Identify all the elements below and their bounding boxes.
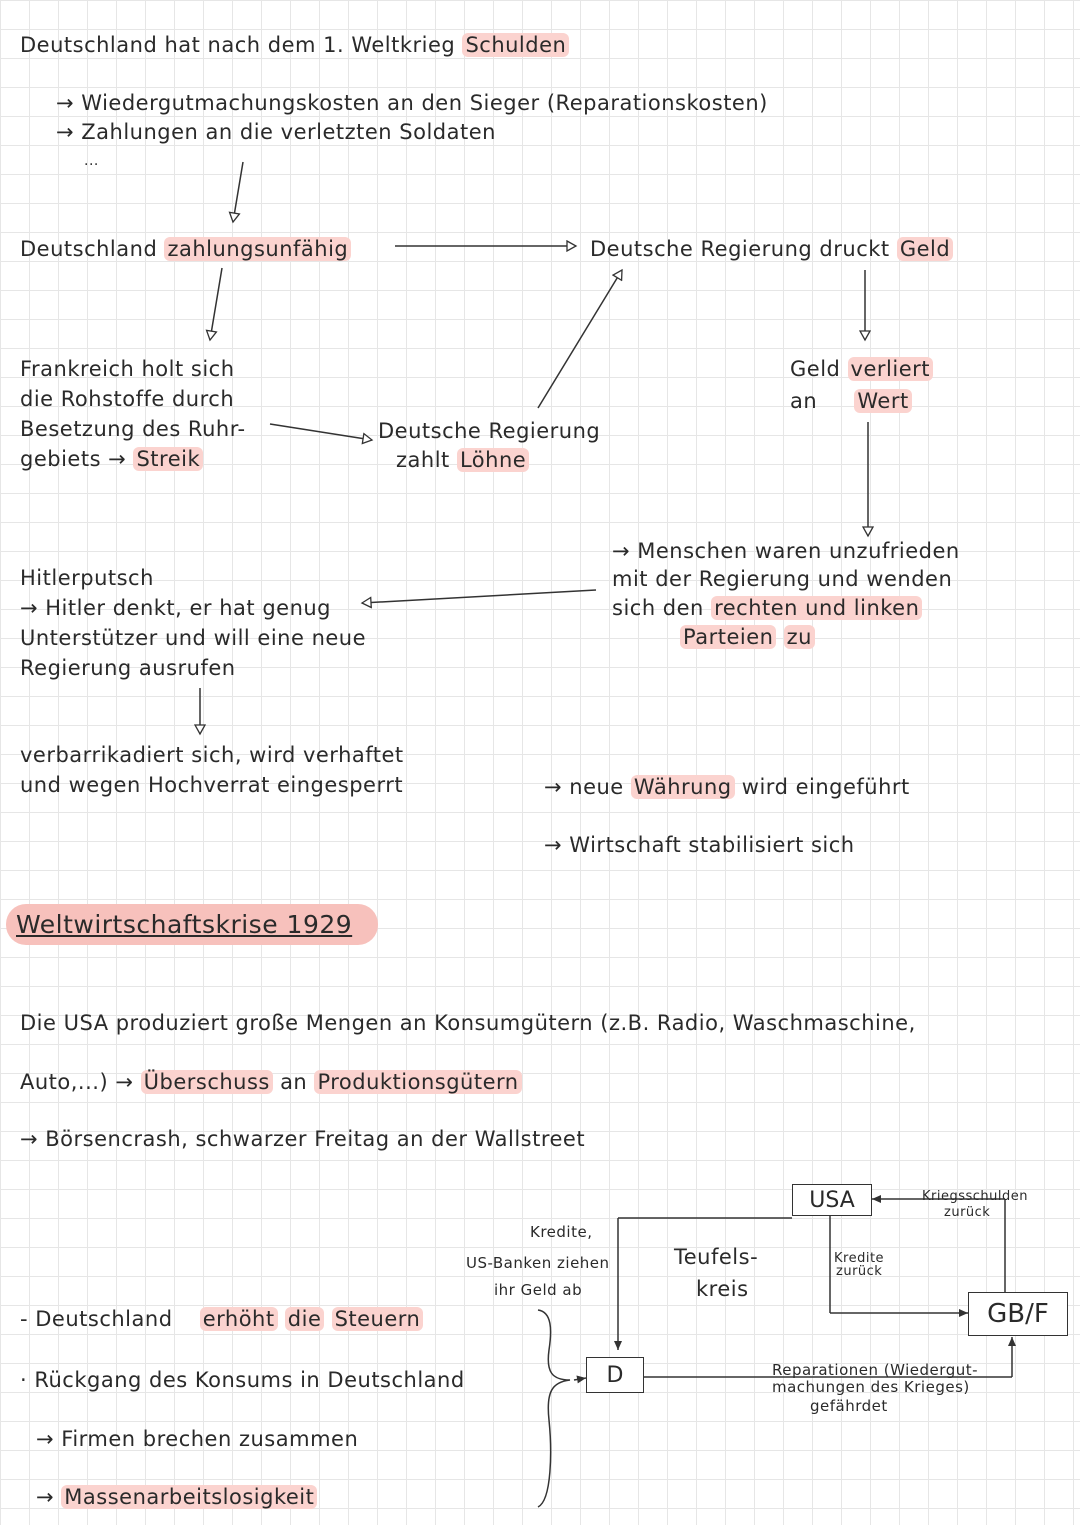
line-26: → Wirtschaft stabilisiert sich (544, 833, 855, 857)
brace (537, 1309, 571, 1508)
heading: Weltwirtschaftskrise 1929 (6, 904, 379, 945)
heading-text: Weltwirtschaftskrise 1929 (6, 904, 379, 945)
line-2: → Wiedergutmachungskosten an den Sieger … (56, 91, 768, 115)
label-reparationen-2: machungen des Krieges) (772, 1378, 970, 1396)
line-ellipsis: ... (84, 153, 99, 169)
line-13: Geld verliert (790, 356, 933, 382)
text: → neue (544, 775, 624, 799)
line-21: Unterstützer und will eine neue (20, 626, 367, 650)
bullet-3: → Firmen brechen zusammen (36, 1427, 359, 1451)
arrow-to-loehne (269, 423, 372, 440)
highlight-erhoeht: erhöht (199, 1307, 278, 1331)
highlight-die: die (284, 1307, 325, 1331)
highlight-streik: Streik (133, 447, 204, 471)
box-usa: USA (792, 1184, 872, 1216)
line-8: die Rohstoffe durch (20, 387, 235, 411)
highlight-geld: Geld (896, 237, 954, 261)
text: → (36, 1485, 55, 1509)
line-24: und wegen Hochverrat eingesperrt (20, 773, 404, 797)
text: gebiets → (20, 447, 127, 471)
line-7: Frankreich holt sich (20, 357, 235, 381)
text: Auto,...) → (20, 1070, 134, 1094)
highlight-produktionsguetern: Produktionsgütern (314, 1070, 522, 1094)
arrow-schulden-down (233, 161, 244, 222)
label-zurueck-2: zurück (836, 1264, 883, 1279)
bullet-2: · Rückgang des Konsums in Deutschland (20, 1368, 465, 1392)
highlight-waehrung: Währung (630, 775, 735, 799)
text: Geld (790, 357, 841, 381)
line-11: Deutsche Regierung (378, 419, 601, 443)
text: zahlt (396, 448, 450, 472)
arrow-to-frankreich (210, 267, 223, 340)
diagram-kreis: kreis (696, 1277, 749, 1301)
line-15: → Menschen waren unzufrieden (612, 539, 960, 563)
label-kriegsschulden: Kriegsschulden (922, 1189, 1029, 1204)
text: an (280, 1070, 308, 1094)
highlight-loehne: Löhne (456, 448, 530, 472)
line-6: Deutsche Regierung druckt Geld (590, 236, 954, 262)
arrow-brace-to-d (573, 1375, 587, 1384)
text: sich den (612, 596, 704, 620)
highlight-steuern: Steuern (331, 1307, 424, 1331)
text: Deutschland (20, 237, 158, 261)
box-gbf: GB/F (968, 1292, 1068, 1336)
diagram-kredite: Kredite, (530, 1223, 593, 1241)
diagram-banks: US-Banken ziehen (466, 1254, 610, 1272)
line-5: Deutschland zahlungsunfähig (20, 236, 352, 262)
diagram-geld-ab: ihr Geld ab (494, 1281, 583, 1299)
highlight-schulden: Schulden (462, 33, 570, 57)
highlight-massenarbeitslosigkeit: Massenarbeitslosigkeit (61, 1485, 318, 1509)
line-14: an Wert (790, 388, 912, 414)
bullet-1: - Deutschland erhöht die Steuern (20, 1306, 424, 1332)
highlight-zahlungsunfaehig: zahlungsunfähig (164, 237, 352, 261)
text: wird eingeführt (741, 775, 910, 799)
highlight-zu: zu (783, 625, 815, 649)
line-12: zahlt Löhne (396, 447, 530, 473)
bullet-4: → Massenarbeitslosigkeit (36, 1484, 318, 1510)
line-20: → Hitler denkt, er hat genug (20, 596, 332, 620)
diagram-teufels: Teufels- (674, 1245, 759, 1269)
text: - Deutschland (20, 1307, 173, 1331)
para-2: Auto,...) → Überschuss an Produktionsgüt… (20, 1069, 522, 1095)
arrow-loehne-up (537, 270, 622, 409)
line-19: Hitlerputsch (20, 566, 154, 590)
label-gefaehrdet: gefährdet (810, 1397, 888, 1415)
line-9: Besetzung des Ruhr- (20, 417, 246, 441)
para-3: → Börsencrash, schwarzer Freitag an der … (20, 1127, 586, 1151)
highlight-verliert: verliert (847, 357, 933, 381)
line-23: verbarrikadiert sich, wird verhaftet (20, 743, 404, 767)
line-10: gebiets → Streik (20, 446, 204, 472)
line-17: sich den rechten und linken (612, 595, 923, 621)
label-zurueck-1: zurück (944, 1205, 991, 1220)
box-d: D (586, 1357, 644, 1393)
text: Deutschland hat nach dem 1. Weltkrieg (20, 33, 456, 57)
label-kredite: Kredite (834, 1251, 885, 1266)
text: Deutsche Regierung druckt (590, 237, 890, 261)
label-reparationen-1: Reparationen (Wiedergut- (772, 1361, 979, 1379)
arrow-to-hitlerputsch (362, 589, 597, 603)
text: an (790, 389, 818, 413)
line-16: mit der Regierung und wenden (612, 567, 953, 591)
line-18: Parteien zu (680, 624, 815, 650)
highlight-parteien: Parteien (680, 625, 777, 649)
highlight-ueberschuss: Überschuss (140, 1070, 273, 1094)
line-3: → Zahlungen an die verletzten Soldaten (56, 120, 496, 144)
para-1: Die USA produziert große Mengen an Konsu… (20, 1011, 916, 1035)
highlight-wert: Wert (854, 389, 912, 413)
line-22: Regierung ausrufen (20, 656, 236, 680)
line-25: → neue Währung wird eingeführt (544, 774, 910, 800)
highlight-rechten-linken: rechten und linken (711, 596, 923, 620)
line-1: Deutschland hat nach dem 1. Weltkrieg Sc… (20, 32, 570, 58)
